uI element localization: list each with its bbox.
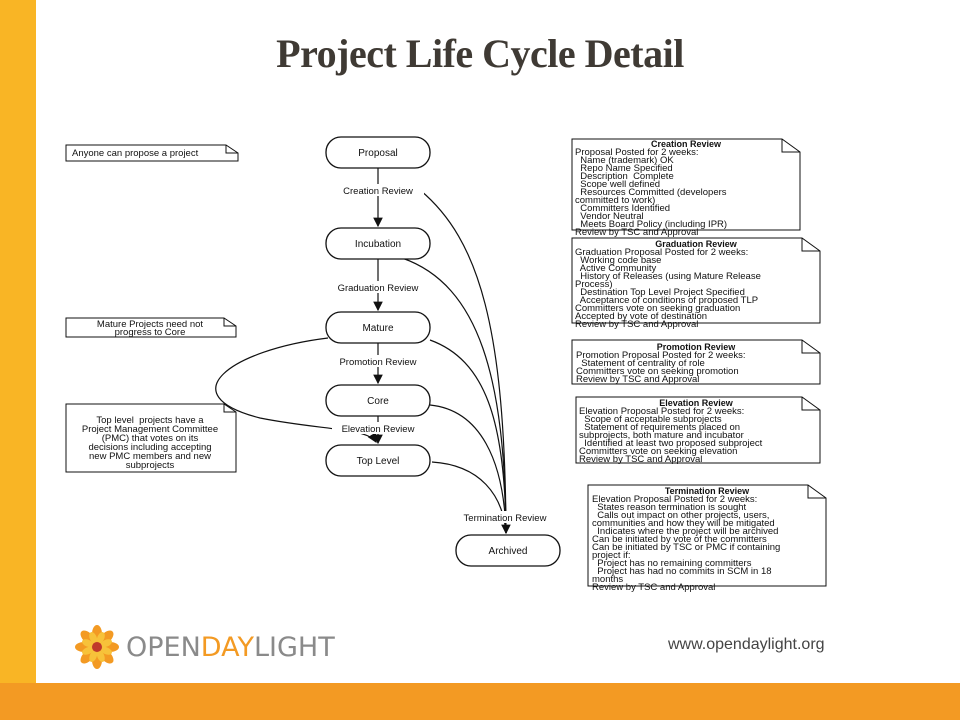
note-graduation-review: Graduation Review Graduation Proposal Po…: [571, 237, 821, 330]
edge-mature-archived: [429, 339, 507, 534]
note-graduation-line: Accepted by vote of destination: [575, 311, 707, 322]
note-creation-line: Review by TSC and Approval: [575, 227, 698, 238]
note-termination-line: Indicates where the project will be arch…: [592, 526, 778, 537]
note-top-level-line: subprojects: [126, 460, 175, 471]
node-core: [325, 384, 431, 417]
bottom-accent-bar: [0, 683, 960, 720]
note-creation-line: Name (trademark) OK: [575, 155, 674, 166]
note-termination-line: Project has no remaining committers: [592, 558, 752, 569]
note-creation-heading: Creation Review: [651, 139, 722, 149]
note-graduation-line: Active Community: [575, 263, 657, 274]
note-termination-review: Termination Review Elevation Proposal Po…: [587, 484, 827, 593]
note-termination-line: Elevation Proposal Posted for 2 weeks:: [592, 494, 757, 505]
node-incubation: [325, 227, 431, 260]
note-graduation-line: Review by TSC and Approval: [575, 319, 698, 330]
note-elevation-line: Scope of acceptable subprojects: [579, 414, 722, 425]
sunburst-logo-icon: [75, 625, 119, 669]
note-termination-line: communities and how they will be mitigat…: [592, 518, 775, 529]
note-elevation-review: Elevation Review Elevation Proposal Post…: [575, 396, 821, 465]
node-archived-label: Archived: [489, 546, 528, 557]
node-incubation-label: Incubation: [355, 239, 401, 250]
node-top-level-label: Top Level: [357, 456, 400, 467]
note-top-level: Top level projects have a Project Manage…: [65, 403, 237, 473]
note-elevation-heading: Elevation Review: [659, 398, 734, 408]
note-elevation-line: subprojects, both mature and incubator: [579, 430, 744, 441]
note-promotion-heading: Promotion Review: [657, 342, 737, 352]
note-termination-line: Review by TSC and Approval: [592, 582, 715, 593]
opendaylight-logo: OPENDAYLIGHT: [74, 622, 335, 672]
logo-day-text: DAY: [200, 631, 254, 663]
note-graduation-line: Working code base: [575, 255, 661, 266]
node-archived: [455, 534, 561, 567]
note-mature: Mature Projects need not progress to Cor…: [65, 317, 237, 338]
note-promotion-line: Statement of centrality of role: [576, 358, 705, 369]
note-graduation-heading: Graduation Review: [655, 239, 738, 249]
edge-incubation-archived: [401, 257, 507, 534]
note-creation-line: committed to work): [575, 195, 655, 206]
note-top-level-line: decisions including accepting: [88, 442, 211, 453]
edge-label-creation-review: Creation Review: [343, 186, 413, 197]
note-graduation-line: Committers vote on seeking graduation: [575, 303, 740, 314]
note-creation-line: Meets Board Policy (including IPR): [575, 219, 727, 230]
note-termination-line: Calls out impact on other projects, user…: [592, 510, 769, 521]
logo-open-text: OPEN: [126, 631, 201, 663]
edge-proposal-archived: [419, 189, 511, 535]
note-graduation-line: Process): [575, 279, 612, 290]
note-top-level-line: new PMC members and new: [89, 451, 211, 462]
node-core-label: Core: [367, 396, 389, 407]
note-creation-line: Vendor Neutral: [575, 211, 644, 222]
logo-wordmark: OPENDAYLIGHT: [126, 632, 335, 663]
note-promotion-line: Promotion Proposal Posted for 2 weeks:: [576, 350, 746, 361]
node-proposal-label: Proposal: [358, 148, 397, 159]
note-elevation-line: Statement of requirements placed on: [579, 422, 740, 433]
note-graduation-line: Destination Top Level Project Specified: [575, 287, 745, 298]
note-anyone: Anyone can propose a project: [65, 144, 239, 162]
note-creation-line: Repo Name Specified: [575, 163, 673, 174]
note-mature-line: progress to Core: [115, 327, 186, 338]
note-creation-line: Resources Committed (developers: [575, 187, 727, 198]
logo-light-text: LIGHT: [253, 631, 335, 663]
note-creation-line: Scope well defined: [575, 179, 660, 190]
note-creation-line: Proposal Posted for 2 weeks:: [575, 147, 699, 158]
note-creation-line: Committers Identified: [575, 203, 670, 214]
note-promotion-line: Committers vote on seeking promotion: [576, 366, 739, 377]
note-termination-line: months: [592, 574, 623, 585]
note-graduation-line: Acceptance of conditions of proposed TLP: [575, 295, 758, 306]
website-url: www.opendaylight.org: [668, 636, 825, 653]
note-elevation-line: Review by TSC and Approval: [579, 454, 702, 465]
edge-core-archived: [429, 404, 507, 534]
note-termination-heading: Termination Review: [665, 486, 750, 496]
note-creation-line: Description Complete: [575, 171, 674, 182]
note-top-level-line: Top level projects have a: [96, 415, 204, 426]
note-termination-line: project if:: [592, 550, 631, 561]
note-graduation-line: History of Releases (using Mature Releas…: [575, 271, 761, 282]
note-termination-line: Can be initiated by vote of the committe…: [592, 534, 767, 545]
edge-label-graduation-review: Graduation Review: [338, 283, 419, 294]
node-mature-label: Mature: [362, 323, 394, 334]
note-promotion-line: Review by TSC and Approval: [576, 374, 699, 385]
note-termination-line: Can be initiated by TSC or PMC if contai…: [592, 542, 780, 553]
note-elevation-line: Identified at least two proposed subproj…: [579, 438, 763, 449]
note-elevation-line: Committers vote on seeking elevation: [579, 446, 737, 457]
note-graduation-line: Graduation Proposal Posted for 2 weeks:: [575, 247, 748, 258]
note-top-level-line: Project Management Committee: [82, 424, 218, 435]
edge-label-promotion-review: Promotion Review: [339, 357, 416, 368]
left-accent-bar: [0, 0, 36, 683]
edge-label-elevation-review: Elevation Review: [342, 424, 415, 435]
node-proposal: [325, 136, 431, 169]
note-elevation-line: Elevation Proposal Posted for 2 weeks:: [579, 406, 744, 417]
note-termination-line: States reason termination is sought: [592, 502, 747, 513]
node-top-level: [325, 444, 431, 477]
node-mature: [325, 311, 431, 344]
edge-label-termination-review: Termination Review: [464, 513, 547, 524]
note-creation-review: Creation Review Proposal Posted for 2 we…: [571, 138, 801, 238]
note-top-level-line: (PMC) that votes on its: [102, 433, 199, 444]
note-promotion-review: Promotion Review Promotion Proposal Post…: [571, 339, 821, 385]
note-anyone-line: Anyone can propose a project: [72, 148, 199, 159]
note-mature-line: Mature Projects need not: [97, 319, 204, 330]
slide-title: Project Life Cycle Detail: [276, 31, 684, 76]
note-termination-line: Project has had no commits in SCM in 18: [592, 566, 772, 577]
